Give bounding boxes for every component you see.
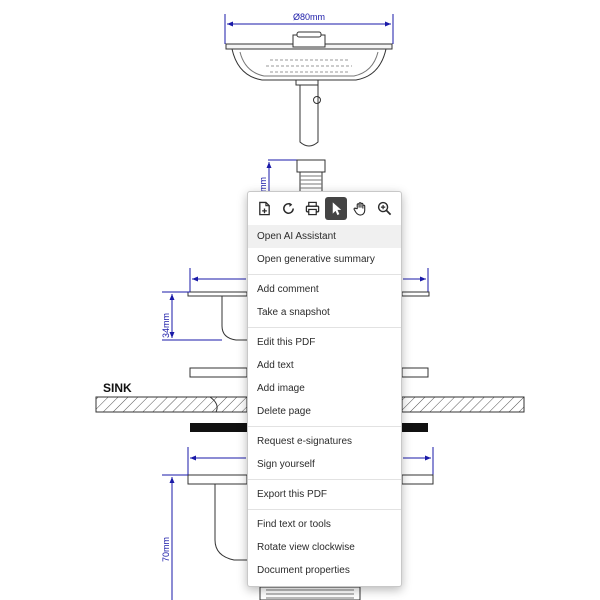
bottom-thread: [259, 586, 361, 600]
height-70-label: 70mm: [161, 537, 171, 562]
menu-open-generative-summary[interactable]: Open generative summary: [257, 254, 375, 265]
strainer-basket: [225, 31, 393, 147]
menu-export-pdf[interactable]: Export this PDF: [257, 489, 328, 500]
menu-add-comment[interactable]: Add comment: [257, 284, 319, 295]
partial-dimension: [266, 159, 300, 191]
zoom-in-icon[interactable]: [373, 197, 395, 220]
menu-find-text-or-tools[interactable]: Find text or tools: [257, 519, 331, 530]
body-nut: [296, 159, 326, 193]
menu-separator: [248, 509, 401, 510]
top-diameter-dimension: [224, 14, 394, 44]
quick-tools-toolbar: [248, 192, 401, 225]
height-dimension-70: [162, 474, 188, 600]
menu-sign-yourself[interactable]: Sign yourself: [257, 459, 315, 470]
top-dimension-label: Ø80mm: [293, 12, 325, 22]
black-gasket: [190, 423, 428, 432]
menu-rotate-view-clockwise[interactable]: Rotate view clockwise: [257, 542, 355, 553]
sink-section: [95, 396, 525, 413]
menu-separator: [248, 274, 401, 275]
width-dimension-middle: [189, 268, 429, 294]
menu-document-properties[interactable]: Document properties: [257, 565, 350, 576]
menu-separator: [248, 327, 401, 328]
select-pointer-icon[interactable]: [325, 197, 347, 220]
insert-page-icon[interactable]: [253, 197, 275, 220]
menu-open-ai-assistant[interactable]: Open AI Assistant: [248, 225, 401, 248]
partial-dimension-label: mm: [258, 177, 268, 192]
menu-take-snapshot[interactable]: Take a snapshot: [257, 307, 330, 318]
context-menu: Open AI Assistant Open generative summar…: [247, 191, 402, 587]
top-flange: [187, 291, 430, 341]
hand-icon[interactable]: [349, 197, 371, 220]
height-dimension-34: [162, 291, 222, 341]
rotate-icon[interactable]: [277, 197, 299, 220]
menu-delete-page[interactable]: Delete page: [257, 406, 311, 417]
menu-add-image[interactable]: Add image: [257, 383, 305, 394]
width-dimension-lower: [187, 447, 434, 475]
menu-edit-pdf[interactable]: Edit this PDF: [257, 337, 316, 348]
menu-add-text[interactable]: Add text: [257, 360, 294, 371]
height-34-label: 34mm: [161, 313, 171, 338]
print-icon[interactable]: [301, 197, 323, 220]
menu-separator: [248, 426, 401, 427]
menu-separator: [248, 479, 401, 480]
sink-label: SINK: [103, 381, 132, 395]
menu-request-esignatures[interactable]: Request e-signatures: [257, 436, 353, 447]
